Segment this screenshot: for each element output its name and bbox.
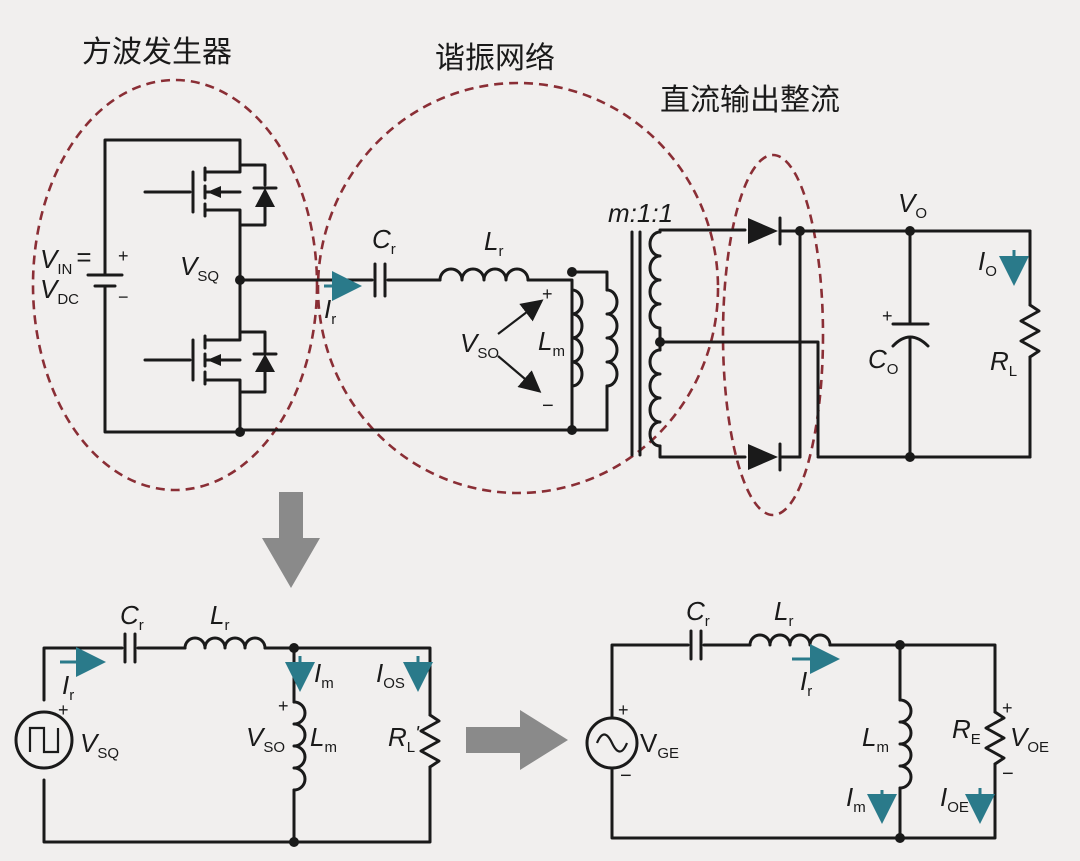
lr-label: Lr (484, 226, 503, 260)
transformer-icon: m:1:1 (608, 198, 820, 459)
vdc-label: VDC (40, 274, 79, 308)
vge-label: VGE (640, 728, 679, 762)
voe-label: VOE (1010, 722, 1049, 756)
right-arrow-icon (466, 710, 568, 770)
vsq-label: VSQ (80, 728, 119, 762)
co-label: CO (868, 344, 898, 378)
ir-label: Ir (62, 670, 74, 704)
svg-text:+: + (618, 700, 629, 720)
vo-label: VO (898, 188, 927, 222)
inductor-icon (292, 700, 307, 792)
io-label: IO (978, 246, 997, 280)
resistor-icon (419, 713, 441, 769)
down-arrow-icon (262, 492, 320, 588)
rl-prime-label: RL' (388, 722, 420, 756)
ir-label: Ir (800, 666, 812, 700)
re-label: RE (952, 714, 981, 748)
ir-label: Ir (324, 294, 336, 328)
resistor-icon (984, 710, 1006, 766)
rectifier-output: + VO IO CO RL (748, 188, 1041, 472)
svg-text:+: + (58, 700, 69, 720)
inductor-icon (748, 633, 832, 647)
ioe-label: IOE (940, 782, 969, 816)
im-label: Im (846, 782, 866, 816)
svg-text:−: − (620, 765, 632, 787)
lm-label: Lm (862, 722, 889, 756)
square-wave-source-icon (14, 710, 74, 770)
vso-label: VSO (460, 328, 499, 362)
lr-label: Lr (774, 596, 793, 630)
mosfet-icon (143, 270, 242, 434)
svg-text:+: + (278, 696, 289, 716)
svg-text:−: − (1002, 763, 1014, 785)
square-wave-generator-title: 方波发生器 (82, 35, 232, 70)
svg-text:+: + (542, 284, 553, 304)
diode-icon (748, 442, 782, 472)
resonant-network-boundary (316, 81, 720, 495)
inductor-icon (438, 267, 530, 282)
svg-text:−: − (542, 395, 554, 417)
vin-label: VIN= (40, 242, 92, 278)
capacitor-icon (373, 262, 387, 298)
svg-text:+: + (1002, 698, 1013, 718)
diode-icon (748, 216, 782, 246)
svg-text:+: + (882, 306, 893, 326)
svg-text:+: + (118, 246, 129, 266)
rl-label: RL (990, 346, 1017, 380)
inductor-icon (183, 636, 267, 650)
diode-icon (238, 163, 278, 227)
capacitor-icon (689, 629, 703, 661)
capacitor-icon (123, 632, 137, 664)
svg-text:−: − (118, 287, 129, 307)
capacitor-icon: + (882, 229, 930, 459)
square-wave-generator: + − (40, 138, 278, 437)
dc-source-icon: + − (86, 246, 129, 307)
equivalent-circuit-right: + − + − Cr Lr Ir VGE Lm RE VOE Im IOE (585, 596, 1049, 843)
cr-label: Cr (372, 224, 396, 258)
vsq-label: VSQ (180, 251, 219, 285)
sine-source-icon (585, 716, 639, 770)
lr-label: Lr (210, 600, 229, 634)
inductor-icon (570, 288, 584, 388)
resonant-network-title: 谐振网络 (435, 41, 555, 76)
im-label: Im (314, 658, 334, 692)
dc-output-rectifier-title: 直流输出整流 (660, 83, 840, 118)
diode-icon (238, 330, 278, 394)
resistor-icon (1019, 303, 1041, 359)
vso-label: VSO (246, 722, 285, 756)
mosfet-icon (143, 163, 242, 274)
lm-label: Lm (538, 326, 565, 360)
rectifier-boundary (721, 153, 825, 517)
resonant-network: + − Cr Lr Ir VSO Lm (238, 224, 619, 435)
cr-label: Cr (686, 596, 710, 630)
inductor-icon (898, 698, 913, 790)
equivalent-circuit-left: + + Cr Lr Ir Im IOS VSQ VSO Lm RL' (14, 600, 441, 847)
lm-label: Lm (310, 722, 337, 756)
cr-label: Cr (120, 600, 144, 634)
ios-label: IOS (376, 658, 405, 692)
transformer-ratio: m:1:1 (608, 198, 673, 228)
